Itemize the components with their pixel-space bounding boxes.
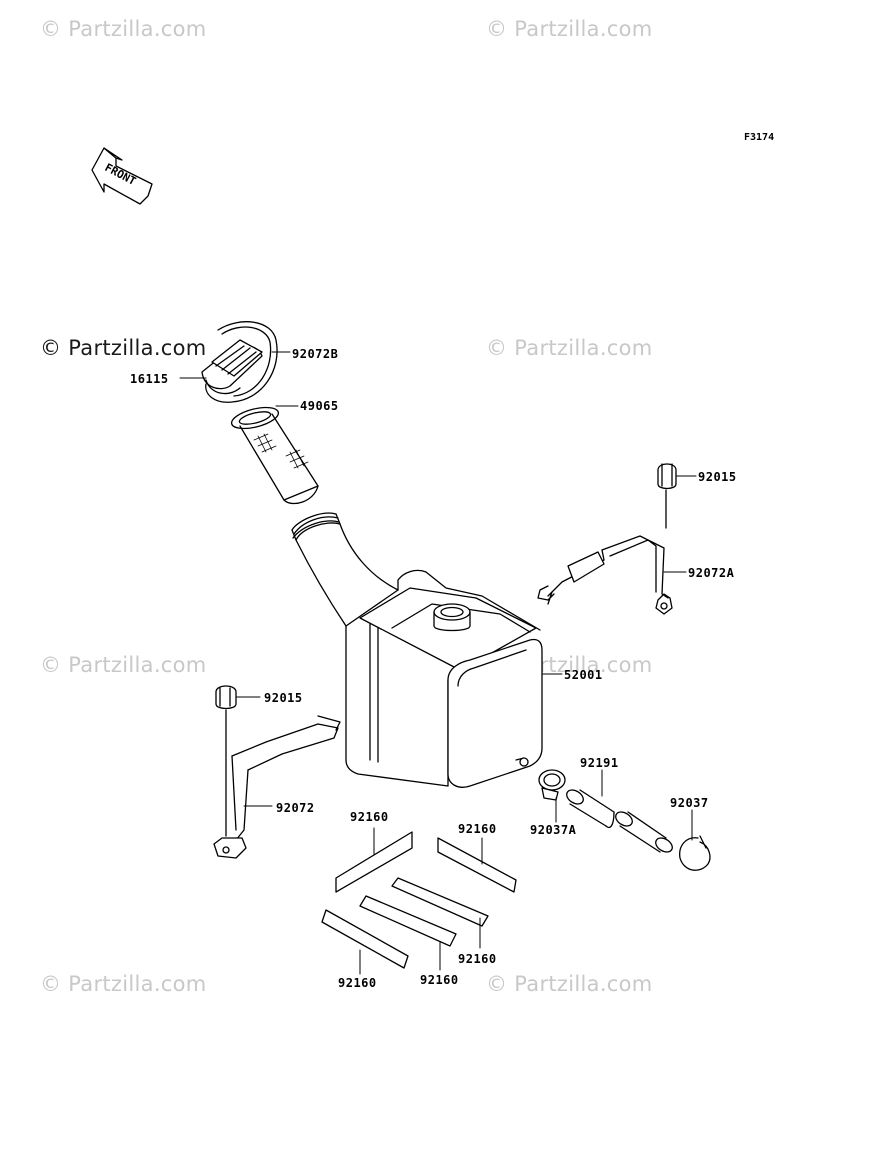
watermark: © Partzilla.com <box>486 972 653 996</box>
label-pad: 92160 <box>458 822 497 836</box>
hose-clamp-a <box>538 769 566 801</box>
label-strap-left: 92072 <box>276 801 315 815</box>
watermark: © Partzilla.com <box>486 17 653 41</box>
label-pad: 92160 <box>458 952 497 966</box>
watermark: © Partzilla.com <box>40 653 207 677</box>
label-fuel-cap: 16115 <box>130 372 169 386</box>
filter-strainer <box>230 406 319 505</box>
label-nut-right: 92015 <box>698 470 737 484</box>
label-pad: 92160 <box>338 976 377 990</box>
watermark: © Partzilla.com <box>486 336 653 360</box>
foam-pads <box>321 831 517 969</box>
label-clamp: 92037 <box>670 796 709 810</box>
label-pad: 92160 <box>350 810 389 824</box>
strap-right <box>537 463 677 615</box>
watermark: © Partzilla.com <box>40 17 207 41</box>
watermark: © Partzilla.com <box>40 336 207 360</box>
breather-hose <box>566 789 673 853</box>
front-arrow-icon: FRONT <box>91 147 153 205</box>
strap-left <box>213 685 341 859</box>
label-fuel-tank: 52001 <box>564 668 603 682</box>
fuel-cap <box>201 339 263 395</box>
watermark: © Partzilla.com <box>40 972 207 996</box>
label-filter: 49065 <box>300 399 339 413</box>
fuel-tank <box>291 512 543 788</box>
label-pad: 92160 <box>420 973 459 987</box>
label-nut-left: 92015 <box>264 691 303 705</box>
label-hose: 92191 <box>580 756 619 770</box>
label-cap-strap: 92072B <box>292 347 339 361</box>
leader-lines <box>179 351 697 975</box>
label-clamp-a: 92037A <box>530 823 577 837</box>
hose-clamp <box>679 835 711 871</box>
cap-strap <box>205 321 278 403</box>
figure-code: F3174 <box>744 132 775 143</box>
label-strap-right: 92072A <box>688 566 735 580</box>
